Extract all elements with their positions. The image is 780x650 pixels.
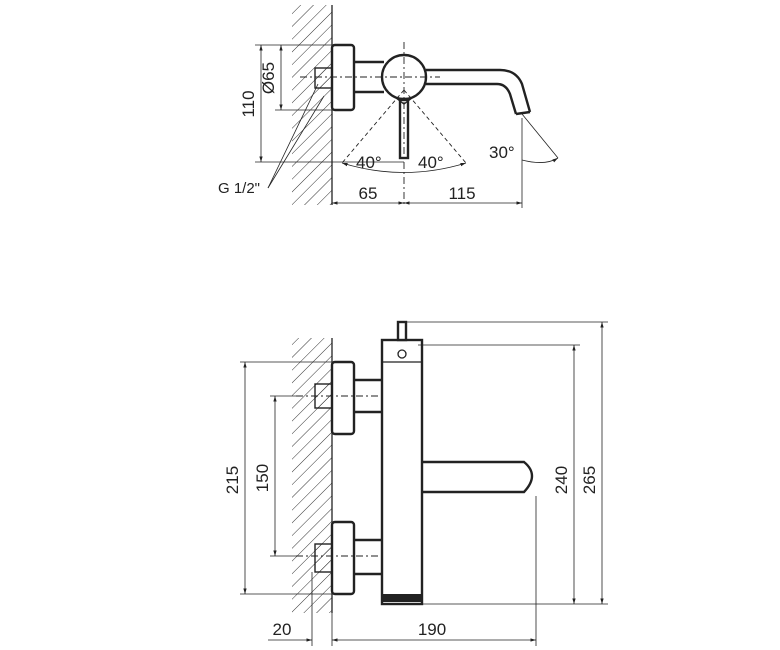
thread-connector-lower bbox=[314, 543, 333, 573]
mixer-body bbox=[380, 338, 424, 606]
angle-left-label: 40° bbox=[356, 153, 382, 172]
dim-110: 110 bbox=[239, 90, 258, 117]
angle-right-label: 40° bbox=[418, 153, 444, 172]
dim-190: 190 bbox=[418, 620, 446, 639]
dim-65: 65 bbox=[359, 184, 378, 203]
dim-diameter-65: Ø65 bbox=[259, 62, 278, 94]
wall-flange-top bbox=[330, 43, 356, 112]
dim-20: 20 bbox=[273, 620, 292, 639]
spout-top bbox=[426, 68, 532, 113]
wall-hatch-top bbox=[292, 5, 332, 205]
top-lever bbox=[396, 320, 408, 342]
wall-flange-lower bbox=[330, 520, 356, 596]
dim-265: 265 bbox=[580, 466, 599, 494]
dim-240: 240 bbox=[552, 466, 571, 494]
body-base bbox=[382, 594, 422, 602]
angle-spout-label: 30° bbox=[489, 143, 515, 162]
dim-115: 115 bbox=[448, 184, 475, 203]
dim-150: 150 bbox=[253, 464, 272, 492]
dim-215: 215 bbox=[223, 466, 242, 494]
spout-front bbox=[422, 460, 534, 494]
front-view: 215 150 240 265 20 190 bbox=[223, 320, 608, 646]
thread-label-top: G 1/2" bbox=[218, 180, 260, 197]
wall-flange-upper bbox=[330, 360, 356, 436]
top-view: 110 Ø65 G 1/2" 40° 40° 30° 65 115 bbox=[218, 5, 559, 208]
